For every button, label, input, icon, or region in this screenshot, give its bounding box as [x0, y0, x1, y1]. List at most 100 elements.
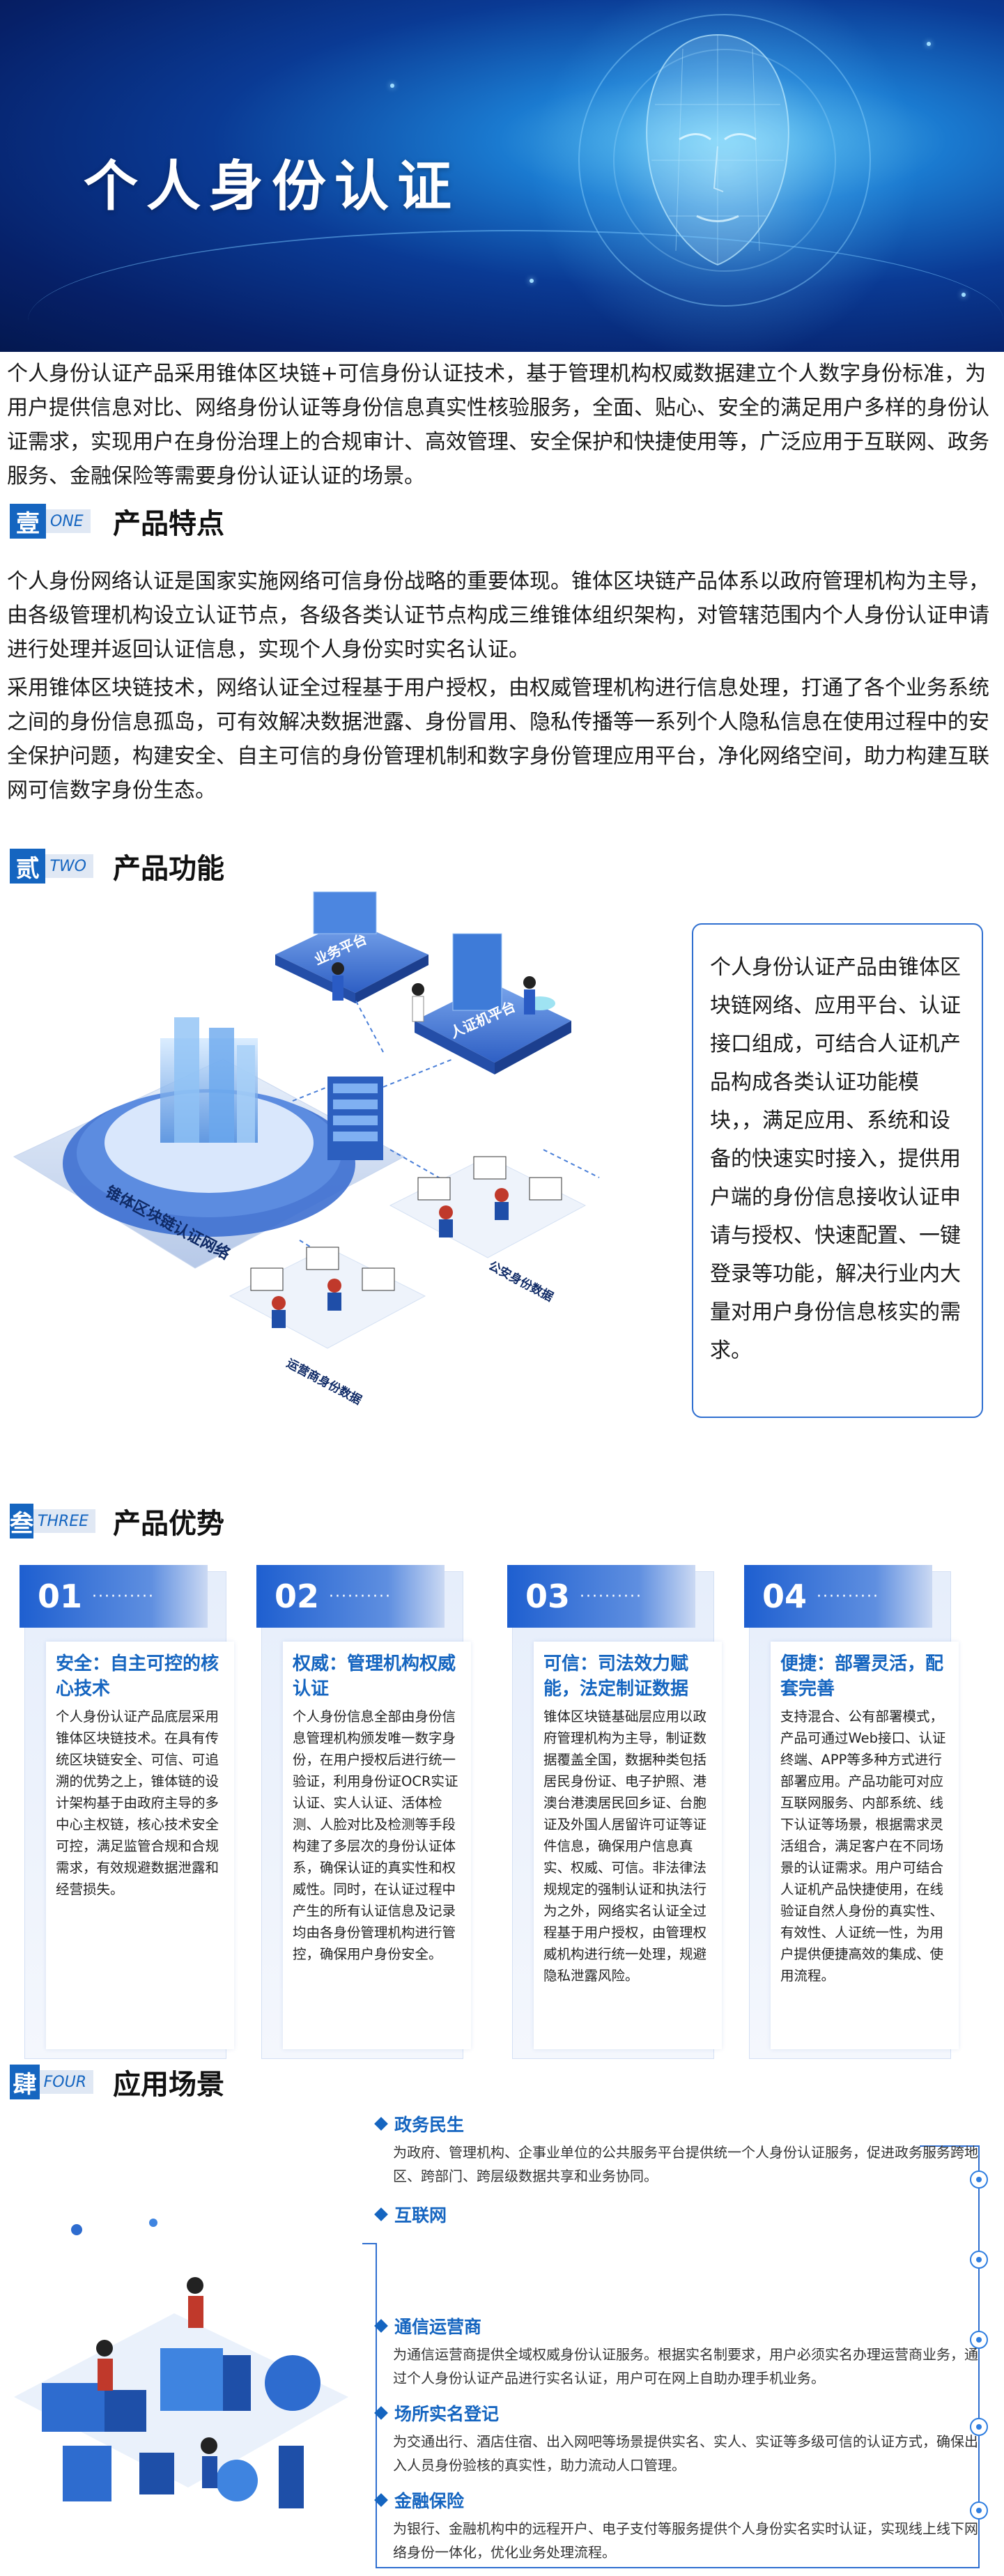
badge-number: 肆: [10, 2065, 40, 2099]
operator-data-area: 运营商身份数据: [229, 1247, 426, 1407]
section-heading-functions: 贰 TWO 产品功能: [10, 847, 224, 886]
scenario-title: 互联网: [374, 2202, 989, 2227]
badge-number: 壹: [10, 504, 46, 539]
architecture-illustration: 锥体区块链认证网络 业务平台 人证机平台 公安身份数据: [13, 891, 600, 1407]
badge-en: THREE: [33, 1509, 96, 1533]
scenario-title: 政务民生: [374, 2111, 989, 2136]
advantage-header: 01 ··········: [20, 1565, 208, 1628]
section-badge: 贰 TWO: [10, 849, 93, 884]
badge-en: TWO: [45, 854, 93, 878]
advantage-number: 01: [38, 1578, 83, 1615]
diamond-icon: [374, 2117, 388, 2131]
advantage-heading: 便捷：部署灵活，配套完善: [780, 1653, 944, 1699]
advantage-text: 支持混合、公有部署模式，产品可通过Web接口、认证终端、APP等多种方式进行部署…: [780, 1709, 946, 1984]
advantage-header: 02 ··········: [256, 1565, 445, 1628]
scenario-item: 场所实名登记 为交通出行、酒店住宿、出入网吧等场景提供实名、实人、实证等多级可信…: [374, 2400, 989, 2477]
server-stack: [327, 1077, 383, 1160]
advantage-card: 02 ·········· 权威：管理机构权威认证 个人身份信息全部由身份信息管…: [256, 1565, 471, 2059]
advantage-heading: 安全：自主可控的核心技术: [56, 1653, 219, 1699]
auth-platform: 人证机平台: [415, 933, 571, 1074]
scenario-item: 金融保险 为银行、金融机构中的远程开户、电子支付等服务提供个人身份实名实时认证，…: [374, 2488, 989, 2564]
scenario-title: 通信运营商: [374, 2313, 989, 2338]
advantage-number: 04: [762, 1578, 808, 1615]
hero-dot: [530, 279, 534, 283]
features-paragraph-2: 采用锥体区块链技术，网络认证全过程基于用户授权，由权威管理机构进行信息处理，打通…: [7, 676, 989, 803]
advantage-card: 01 ·········· 安全：自主可控的核心技术 个人身份认证产品底层采用锥…: [20, 1565, 234, 2059]
section-title: 产品功能: [113, 853, 224, 885]
page-title: 个人身份认证: [84, 155, 461, 218]
diamond-icon: [374, 2406, 388, 2420]
section-badge: 叁 THREE: [10, 1504, 96, 1538]
timeline-dot-icon: [970, 2418, 988, 2436]
advantage-text: 锥体区块链基础层应用以政府管理机构为主导，制证数据覆盖全国，数据种类包括居民身份…: [543, 1709, 707, 1984]
badge-en: ONE: [46, 509, 91, 533]
diamond-icon: [374, 2207, 388, 2221]
hero-face-illustration: [646, 33, 789, 266]
advantage-body: 权威：管理机构权威认证 个人身份信息全部由身份信息管理机构颁发唯一数字身份，在用…: [283, 1642, 471, 2049]
scenario-text: 为交通出行、酒店住宿、出入网吧等场景提供实名、实人、实证等多级可信的认证方式，确…: [393, 2433, 978, 2474]
advantage-card: 03 ·········· 可信：司法效力赋能，法定制证数据 锥体区块链基础层应…: [507, 1565, 722, 2059]
scenario-title-text: 政务民生: [394, 2115, 465, 2135]
diamond-icon: [374, 2493, 388, 2507]
timeline-dot-icon: [970, 2501, 988, 2520]
section-heading-advantages: 叁 THREE 产品优势: [10, 1502, 224, 1541]
functions-description: 个人身份认证产品由锥体区块链网络、应用平台、认证接口组成，可结合人证机产品构成各…: [710, 955, 961, 1363]
advantage-header: 04 ··········: [744, 1565, 932, 1628]
badge-number: 贰: [10, 849, 46, 884]
advantage-number: 03: [525, 1578, 571, 1615]
scenarios-illustration: [14, 2219, 348, 2508]
timeline-dot-icon: [970, 2331, 988, 2349]
advantage-dots: ··········: [329, 1587, 392, 1605]
business-platform: 业务平台: [275, 891, 428, 1003]
advantage-body: 可信：司法效力赋能，法定制证数据 锥体区块链基础层应用以政府管理机构为主导，制证…: [534, 1642, 722, 2049]
hero-dot: [390, 84, 394, 88]
scenario-title: 场所实名登记: [374, 2400, 989, 2425]
scenario-item: 政务民生 为政府、管理机构、企事业单位的公共服务平台提供统一个人身份认证服务，促…: [374, 2111, 989, 2188]
advantage-number: 02: [275, 1578, 320, 1615]
section-badge: 壹 ONE: [10, 504, 93, 539]
public-data-label: 公安身份数据: [486, 1258, 556, 1304]
advantage-heading: 权威：管理机构权威认证: [293, 1653, 456, 1699]
scenario-item: 互联网: [374, 2202, 989, 2231]
public-data-area: 公安身份数据: [389, 1156, 587, 1304]
section-title: 产品优势: [113, 1508, 224, 1540]
section-heading-scenarios: 肆 FOUR 应用场景: [10, 2062, 224, 2101]
hero-arc: [28, 230, 1003, 352]
features-paragraph-1: 个人身份网络认证是国家实施网络可信身份战略的重要体现。锥体区块链产品体系以政府管…: [7, 569, 989, 662]
badge-en: FOUR: [39, 2070, 93, 2094]
advantage-body: 便捷：部署灵活，配套完善 支持混合、公有部署模式，产品可通过Web接口、认证终端…: [771, 1642, 959, 2049]
advantage-header: 03 ··········: [507, 1565, 695, 1628]
advantage-dots: ··········: [92, 1587, 155, 1605]
advantage-heading: 可信：司法效力赋能，法定制证数据: [543, 1653, 689, 1699]
scenario-item: 通信运营商 为通信运营商提供全域权威身份认证服务。根据实名制要求，用户必须实名办…: [374, 2313, 989, 2390]
scenario-text: 为通信运营商提供全域权威身份认证服务。根据实名制要求，用户必须实名办理运营商业务…: [393, 2346, 978, 2386]
hero-banner: 个人身份认证: [0, 0, 1004, 352]
section-badge: 肆 FOUR: [10, 2065, 93, 2099]
hero-dot: [961, 293, 966, 297]
scenario-text: 为银行、金融机构中的远程开户、电子支付等服务提供个人身份实名实时认证，实现线上线…: [393, 2520, 978, 2561]
advantage-text: 个人身份信息全部由身份信息管理机构颁发唯一数字身份，在用户授权后进行统一验证，利…: [293, 1709, 458, 1962]
advantage-body: 安全：自主可控的核心技术 个人身份认证产品底层采用锥体区块链技术。在具有传统区块…: [46, 1642, 234, 2049]
functions-description-box: 个人身份认证产品由锥体区块链网络、应用平台、认证接口组成，可结合人证机产品构成各…: [692, 923, 983, 1418]
scenarios-connector: [362, 2145, 980, 2568]
network-platform: 锥体区块链认证网络: [13, 1017, 406, 1269]
advantage-text: 个人身份认证产品底层采用锥体区块链技术。在具有传统区块链安全、可信、可追溯的优势…: [56, 1709, 219, 1897]
section-title: 产品特点: [113, 508, 224, 540]
section-heading-features: 壹 ONE 产品特点: [10, 502, 224, 541]
advantage-dots: ··········: [817, 1587, 879, 1605]
scenario-title-text: 场所实名登记: [394, 2404, 500, 2424]
badge-number: 叁: [10, 1504, 33, 1538]
timeline-dot-icon: [970, 2170, 988, 2189]
operator-data-label: 运营商身份数据: [284, 1356, 364, 1407]
scenario-text: 为政府、管理机构、企事业单位的公共服务平台提供统一个人身份认证服务，促进政务服务…: [393, 2144, 978, 2184]
scenario-title-text: 互联网: [394, 2205, 447, 2226]
intro-paragraph: 个人身份认证产品采用锥体区块链+可信身份认证技术，基于管理机构权威数据建立个人数…: [7, 362, 989, 488]
scenario-title-text: 通信运营商: [394, 2317, 482, 2337]
diamond-icon: [374, 2319, 388, 2333]
advantage-dots: ··········: [580, 1587, 642, 1605]
timeline-dot-icon: [970, 2251, 988, 2269]
scenario-title-text: 金融保险: [394, 2491, 465, 2511]
advantage-card: 04 ·········· 便捷：部署灵活，配套完善 支持混合、公有部署模式，产…: [744, 1565, 959, 2059]
section-title: 应用场景: [113, 2069, 224, 2101]
people-figures: [332, 962, 536, 1022]
